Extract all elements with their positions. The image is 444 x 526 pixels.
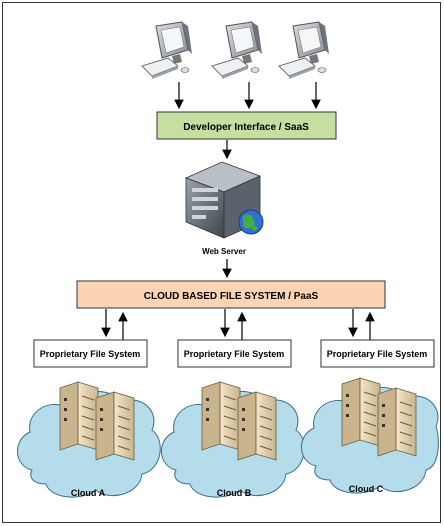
developer-interface-box (156, 111, 337, 140)
cloud-b (161, 381, 305, 498)
desktop-computer-icon (211, 21, 263, 80)
cloud-c (301, 377, 439, 494)
proprietary-file-system-label: Proprietary File System (184, 349, 285, 359)
diagram-frame (2, 2, 441, 523)
developer-interface-label: Developer Interface / SaaS (183, 122, 309, 133)
proprietary-file-system-box (177, 339, 292, 368)
file-system-box (76, 280, 386, 309)
server-rack-icon (201, 381, 241, 451)
proprietary-file-system-label: Proprietary File System (327, 349, 428, 359)
desktop-computer-icon (278, 21, 330, 80)
server-rack-icon (95, 391, 135, 461)
web-server-icon (184, 161, 264, 239)
web-server-label: Web Server (202, 247, 246, 256)
server-rack-icon (377, 387, 417, 457)
server-rack-icon (341, 377, 381, 447)
proprietary-file-system-box (320, 339, 435, 368)
proprietary-file-system-box (33, 339, 148, 368)
proprietary-file-system-label: Proprietary File System (40, 349, 141, 359)
server-rack-icon (237, 391, 277, 461)
desktop-computer-icon (141, 21, 193, 80)
cloud-a-label: Cloud A (71, 488, 106, 498)
cloud-b-label: Cloud B (217, 488, 252, 498)
cloud-a (17, 381, 161, 498)
file-system-label: CLOUD BASED FILE SYSTEM / PaaS (144, 291, 319, 302)
server-rack-icon (59, 381, 99, 451)
cloud-c-label: Cloud C (349, 484, 384, 494)
